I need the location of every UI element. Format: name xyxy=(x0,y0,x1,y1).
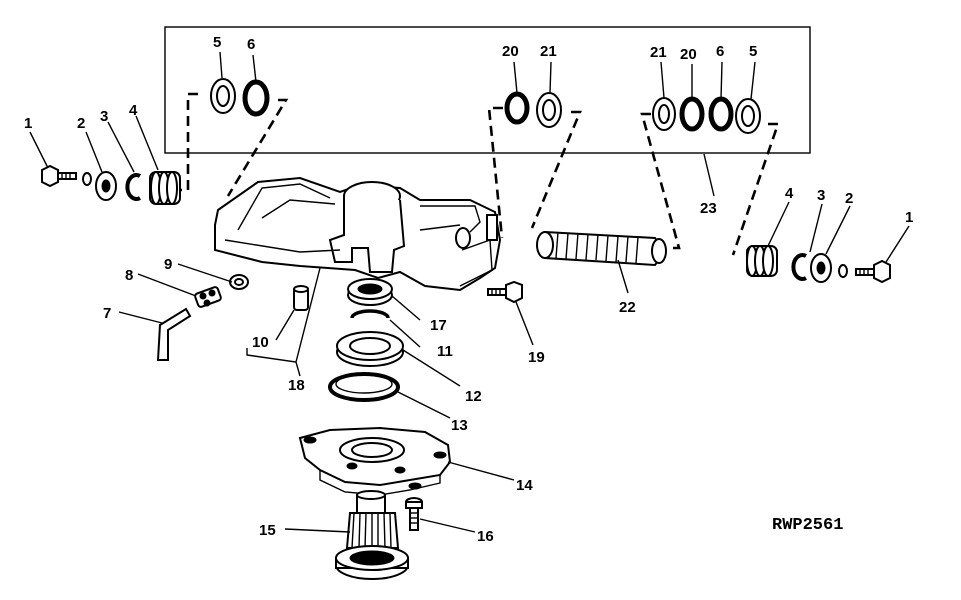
callout-5-right: 5 xyxy=(749,43,757,60)
figure-id: RWP2561 xyxy=(772,516,843,535)
bolt-19 xyxy=(487,280,523,304)
callout-8: 8 xyxy=(125,267,133,284)
oring-13 xyxy=(328,372,400,402)
callout-18: 18 xyxy=(288,377,305,394)
cap-screw-16 xyxy=(405,482,423,531)
guide-left-upper xyxy=(175,92,198,192)
guide-mid-right xyxy=(530,110,582,229)
washer-small-right xyxy=(838,264,848,278)
callout-22: 22 xyxy=(619,299,636,316)
callout-20-right: 20 xyxy=(680,46,697,63)
plug-9 xyxy=(229,274,249,290)
callout-2-right: 2 xyxy=(845,190,853,207)
callout-21-right: 21 xyxy=(650,44,667,61)
flange-14 xyxy=(298,426,452,496)
guide-right-right xyxy=(731,122,780,256)
callout-3-left: 3 xyxy=(100,108,108,125)
kit-oring-20-right xyxy=(679,96,705,132)
callout-17: 17 xyxy=(430,317,447,334)
leader-lines xyxy=(29,51,910,533)
callout-16: 16 xyxy=(477,528,494,545)
callout-6-right: 6 xyxy=(716,43,724,60)
piston-4-left xyxy=(149,171,181,205)
callout-9: 9 xyxy=(164,256,172,273)
washer-2-left xyxy=(95,171,117,201)
callout-23: 23 xyxy=(700,200,717,217)
rack-piston-22 xyxy=(536,230,667,267)
callout-5-left: 5 xyxy=(213,34,221,51)
callout-21-mid: 21 xyxy=(540,43,557,60)
seal-kit-box xyxy=(164,26,811,154)
callout-7: 7 xyxy=(103,305,111,322)
bolt-1-right xyxy=(855,259,891,284)
callout-19: 19 xyxy=(528,349,545,366)
snap-ring-11 xyxy=(350,309,390,319)
washer-2-right xyxy=(810,253,832,283)
hex-wrench-7 xyxy=(156,307,192,361)
callout-20-mid: 20 xyxy=(502,43,519,60)
callout-12: 12 xyxy=(465,388,482,405)
splined-shaft-15 xyxy=(335,490,409,580)
fitting-8 xyxy=(194,286,222,308)
callout-13: 13 xyxy=(451,417,468,434)
steering-housing-18 xyxy=(214,176,502,292)
callout-10: 10 xyxy=(252,334,269,351)
bolt-1-left xyxy=(41,164,77,188)
callout-3-right: 3 xyxy=(817,187,825,204)
guide-left-lower xyxy=(226,98,289,197)
snap-ring-3-right xyxy=(791,253,808,281)
callout-2-left: 2 xyxy=(77,115,85,132)
callout-1-right: 1 xyxy=(905,209,913,226)
kit-oring-6-left xyxy=(242,79,270,117)
piston-4-right xyxy=(746,245,778,277)
callout-4-right: 4 xyxy=(785,185,794,202)
washer-small-left xyxy=(82,172,92,186)
kit-seal-5-right xyxy=(735,98,761,134)
callout-1-left: 1 xyxy=(24,115,32,132)
kit-seal-21-right xyxy=(652,97,676,131)
bearing-17 xyxy=(347,278,393,306)
callout-15: 15 xyxy=(259,522,276,539)
callout-4-left: 4 xyxy=(129,102,138,119)
kit-seal-5-left xyxy=(210,78,236,114)
kit-oring-20-mid xyxy=(504,91,530,125)
guide-right-left xyxy=(640,112,681,250)
callout-6-left: 6 xyxy=(247,36,255,53)
kit-seal-21-mid xyxy=(536,92,562,128)
guide-mid-left xyxy=(487,106,504,239)
pin-10 xyxy=(293,285,309,311)
callout-11: 11 xyxy=(437,343,453,360)
snap-ring-3-left xyxy=(125,173,142,201)
seal-12 xyxy=(336,331,404,367)
kit-oring-6-right xyxy=(708,96,734,132)
callout-14: 14 xyxy=(516,477,533,494)
